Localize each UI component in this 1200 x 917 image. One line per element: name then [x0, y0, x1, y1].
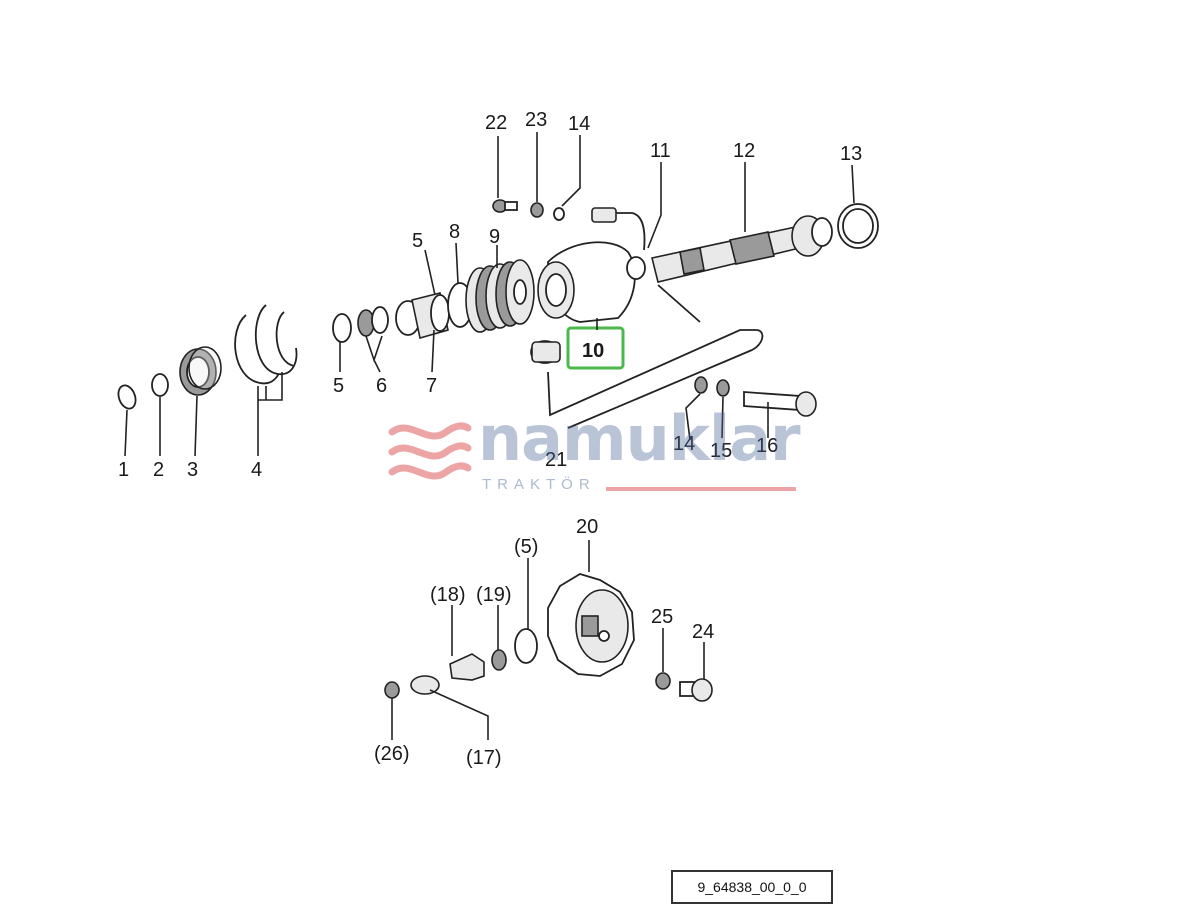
label-23: 23: [525, 109, 547, 131]
label-15: 15: [710, 440, 732, 462]
part-18-valve: [449, 653, 485, 681]
part-10-clutch-housing: [537, 241, 636, 323]
label-5-paren: (5): [514, 536, 538, 558]
label-4: 4: [251, 459, 262, 481]
part-23-washer: [530, 202, 544, 218]
part-7-sleeve: [411, 292, 450, 340]
part-3-seal: [179, 346, 222, 396]
label-5a: 5: [333, 375, 344, 397]
watermark-subtitle: TRAKTÖR: [482, 476, 596, 493]
part-6-rings: [357, 306, 389, 337]
part-20-pump-gear: [547, 573, 635, 677]
reference-code-box: 9_64838_00_0_0: [671, 870, 833, 904]
label-13: 13: [840, 143, 862, 165]
label-6: 6: [376, 375, 387, 397]
label-1: 1: [118, 459, 129, 481]
watermark-logo-mark: [388, 422, 472, 480]
label-14a: 14: [568, 113, 590, 135]
label-21: 21: [545, 449, 567, 471]
watermark-brand: namuklar: [478, 402, 801, 475]
label-19-paren: (19): [476, 584, 512, 606]
part-12-shaft: [626, 215, 833, 283]
part-1-circlip: [117, 384, 137, 410]
part-4-snap-rings: [234, 304, 298, 385]
part-22-bolt: [492, 199, 518, 213]
part-24-plug: [679, 678, 713, 702]
label-16: 16: [756, 435, 778, 457]
part-21-pipe: [530, 284, 764, 429]
part-13-ring: [837, 203, 879, 249]
label-8: 8: [449, 221, 460, 243]
part-25-washer: [655, 672, 671, 690]
part-5-ring: [332, 313, 352, 343]
label-20: 20: [576, 516, 598, 538]
part-5-ring-bottom: [514, 628, 538, 664]
label-5b: 5: [412, 230, 423, 252]
label-24: 24: [692, 621, 714, 643]
label-7: 7: [426, 375, 437, 397]
label-22: 22: [485, 112, 507, 134]
label-18-paren: (18): [430, 584, 466, 606]
label-11: 11: [650, 140, 671, 162]
part-14-oring-top: [553, 207, 565, 221]
label-2: 2: [153, 459, 164, 481]
label-14b: 14: [673, 433, 695, 455]
label-17-paren: (17): [466, 747, 502, 769]
part-15-washer: [716, 379, 730, 397]
label-25: 25: [651, 606, 673, 628]
part-26-plug: [384, 681, 400, 699]
part-19-oring: [491, 649, 507, 671]
label-26-paren: (26): [374, 743, 410, 765]
part-14-oring: [694, 376, 708, 394]
part-11-fitting: [591, 207, 646, 251]
label-3: 3: [187, 459, 198, 481]
highlight-box-10: [566, 326, 625, 370]
part-2-washer: [151, 373, 169, 397]
part-17-spring: [410, 675, 440, 695]
label-9: 9: [489, 226, 500, 248]
label-10: 10: [582, 340, 604, 362]
part-16-banjo-bolt: [743, 391, 817, 417]
part-9-clutch-pack: [465, 259, 535, 333]
label-12: 12: [733, 140, 755, 162]
